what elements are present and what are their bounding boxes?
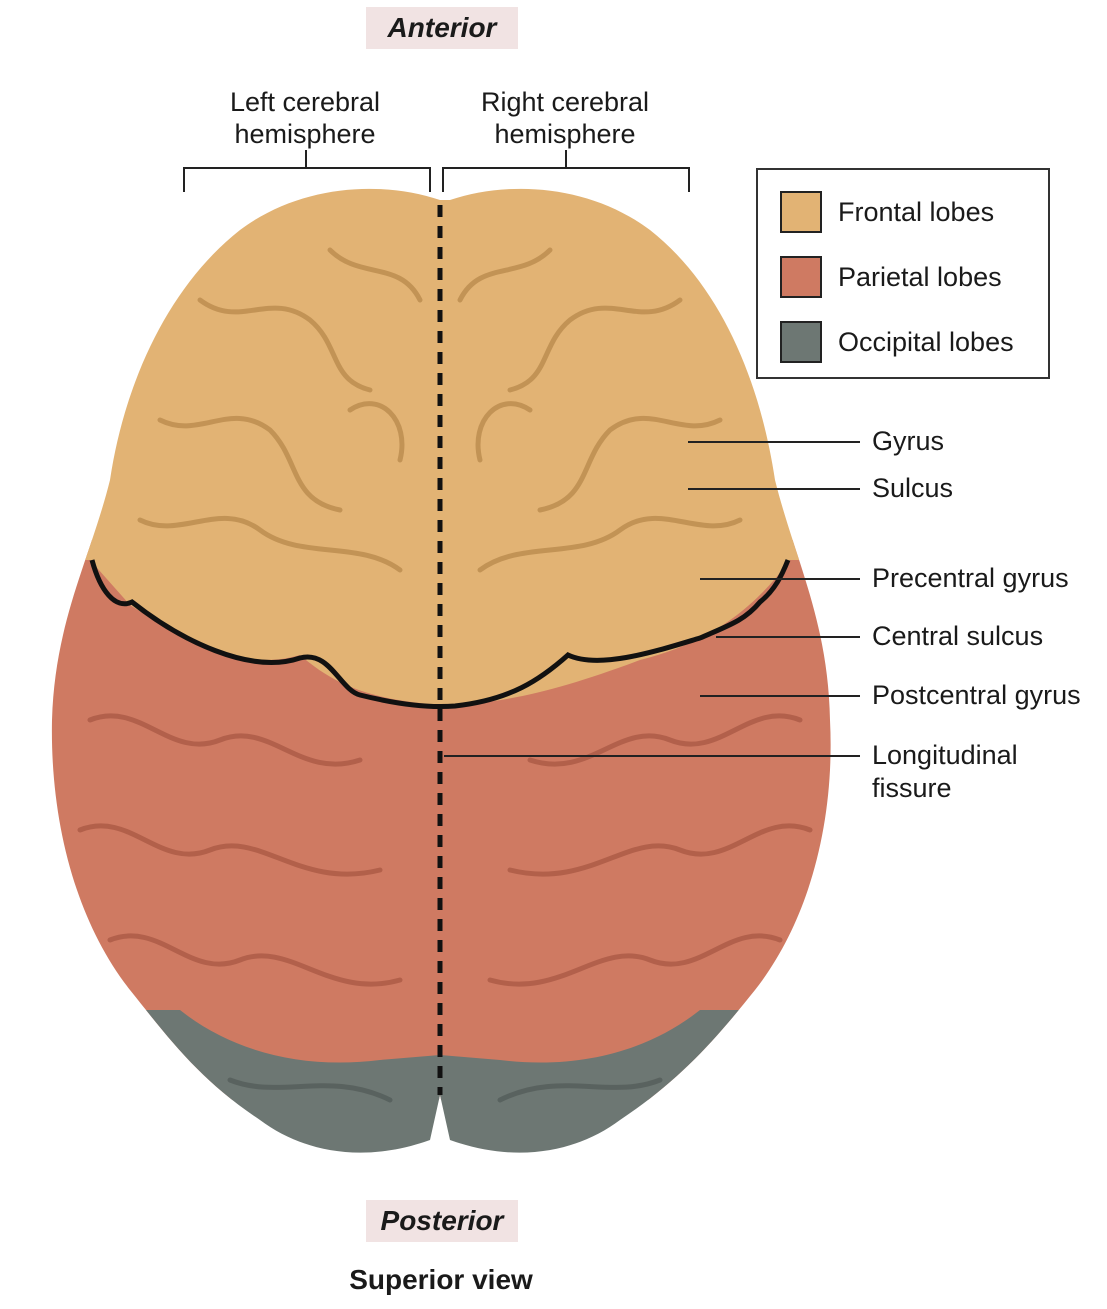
left-hemisphere-label: Left cerebral hemisphere [229,87,381,149]
legend-item-frontal: Frontal lobes [780,189,994,235]
legend-label: Parietal lobes [838,261,1002,292]
posterior-label: Posterior [366,1200,518,1242]
anterior-label: Anterior [366,7,518,49]
legend-item-occipital: Occipital lobes [780,319,1014,365]
callout-gyrus: Gyrus [872,426,945,456]
callout-leader-lines [444,441,860,757]
legend-label: Occipital lobes [838,326,1014,357]
callout-sulcus: Sulcus [872,473,954,503]
callout-precentral-gyrus: Precentral gyrus [872,563,1069,593]
legend-label: Frontal lobes [838,196,995,227]
view-caption: Superior view [349,1264,533,1295]
occipital-swatch [780,321,822,363]
callout-central-sulcus: Central sulcus [872,621,1044,651]
occipital-folds [227,1077,663,1103]
callout-longitudinal-fissure: Longitudinal fissure [872,740,1018,803]
frontal-swatch [780,191,822,233]
callout-postcentral-gyrus: Postcentral gyrus [872,680,1081,710]
parietal-folds [77,713,813,987]
legend-item-parietal: Parietal lobes [780,254,1002,300]
central-sulcus-line [89,559,791,710]
right-hemisphere-label: Right cerebral hemisphere [480,87,650,149]
lobe-legend: Frontal lobes Parietal lobes Occipital l… [756,168,1050,379]
parietal-swatch [780,256,822,298]
frontal-folds [137,247,743,573]
hemisphere-brackets [183,150,690,192]
